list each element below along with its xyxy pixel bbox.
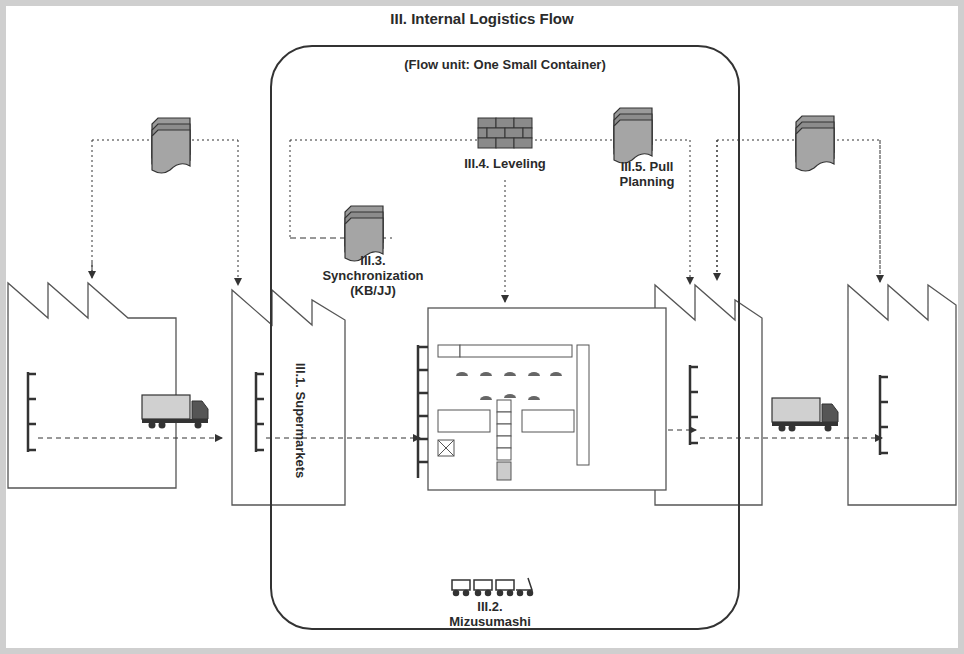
- step-label: III.5. Pull Planning: [610, 160, 684, 190]
- region-heading: (Flow unit: One Small Container): [272, 57, 738, 72]
- step-label: III.1. Supermarkets: [293, 345, 308, 495]
- step-label: III.2. Mizusumashi: [440, 600, 540, 630]
- step-label: III.4. Leveling: [440, 157, 570, 172]
- flow-region: (Flow unit: One Small Container): [270, 45, 740, 630]
- step-label: III.3. Synchronization (KB/JJ): [318, 254, 428, 299]
- diagram-title: III. Internal Logistics Flow: [0, 10, 964, 27]
